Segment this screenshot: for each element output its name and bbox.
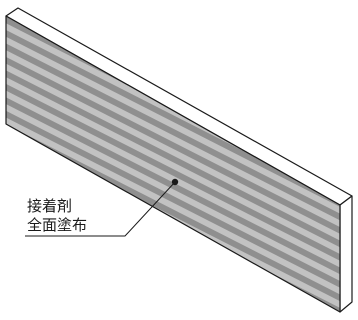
callout-leader-line	[25, 181, 176, 237]
callout-point-marker	[171, 178, 179, 186]
board-right-edge	[339, 195, 353, 313]
callout-label-line1: 接着剤	[27, 197, 72, 215]
panel-face-outline	[5, 15, 341, 313]
callout-label-line2: 全面塗布	[27, 216, 87, 234]
